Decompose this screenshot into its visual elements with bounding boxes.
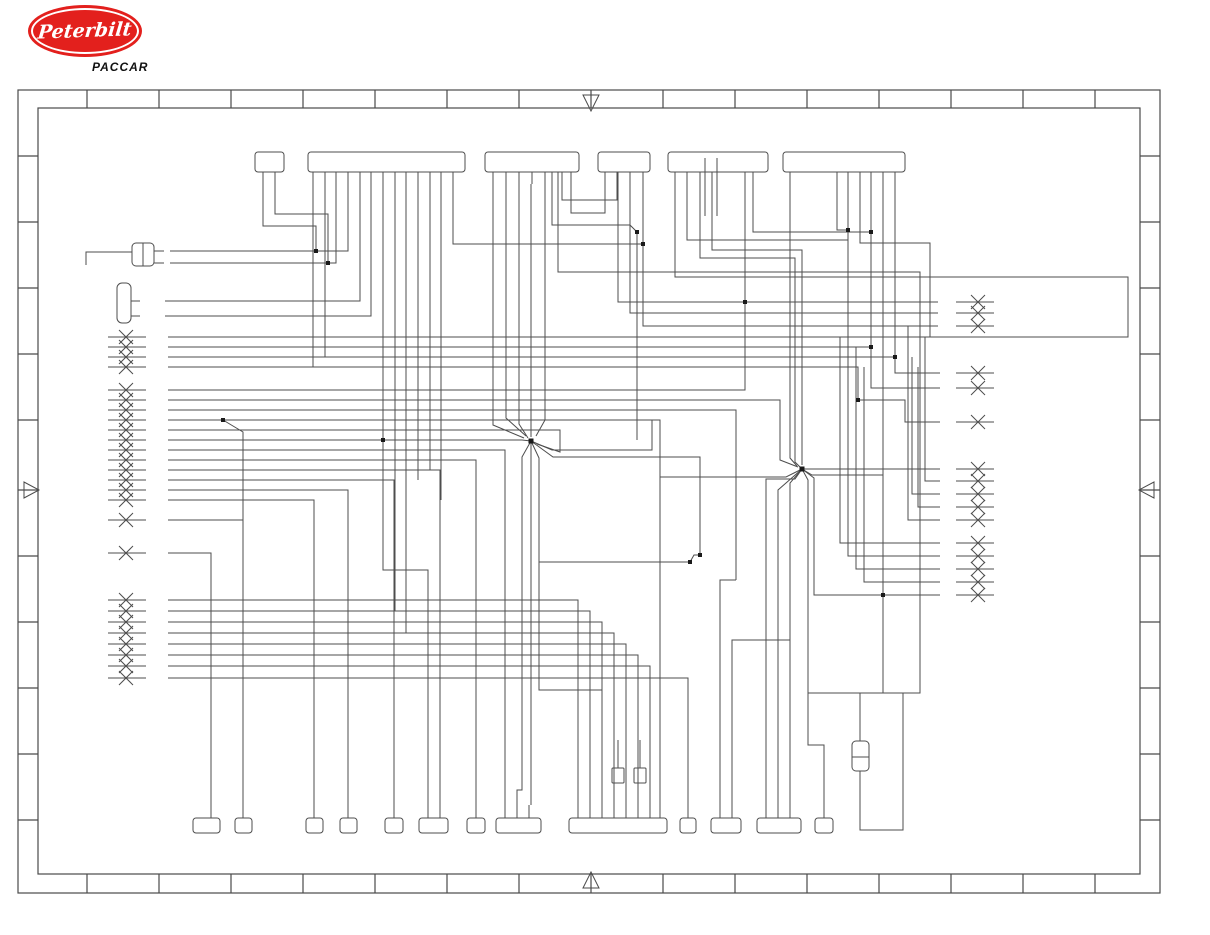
logo-oval: Peterbilt — [28, 5, 142, 57]
wire-network — [85, 158, 1129, 831]
bottom-connectors — [192, 805, 834, 834]
company-name: PACCAR — [92, 60, 149, 74]
junction-dots — [221, 228, 897, 597]
logo-oval-ring — [31, 8, 139, 54]
sheet-frame — [17, 89, 1161, 894]
right-splice-groups — [956, 294, 994, 603]
brand-logo: Peterbilt PACCAR — [28, 5, 149, 77]
top-connectors — [254, 151, 906, 184]
brand-name: Peterbilt — [37, 18, 133, 44]
left-splice-column — [108, 329, 146, 686]
